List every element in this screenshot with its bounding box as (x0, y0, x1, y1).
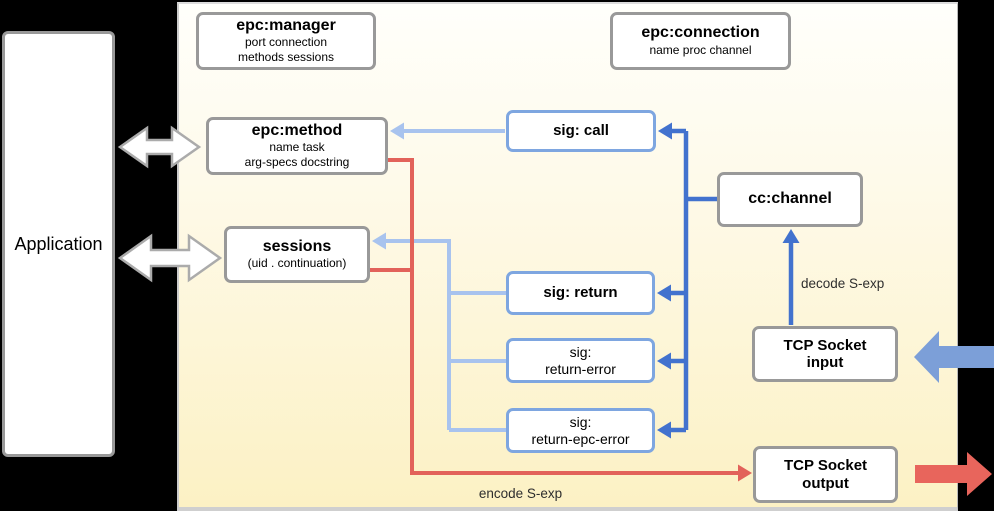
sig-call-box: sig: call (506, 110, 656, 152)
sig-return-error-box: sig: return-error (506, 338, 655, 383)
sig-return-title: sig: return (543, 284, 618, 302)
sig-return-error-line2: return-error (545, 360, 616, 377)
epc-manager-title: epc:manager (236, 17, 336, 34)
tcp-socket-input-line1: TCP Socket (783, 336, 867, 354)
encode-sexp-label: encode S-exp (478, 486, 563, 501)
epc-manager-box: epc:manager port connection methods sess… (196, 12, 376, 70)
epc-manager-fields-1: port connection (244, 35, 328, 50)
sessions-fields: (uid . continuation) (247, 256, 347, 271)
epc-connection-fields: name proc channel (649, 42, 752, 57)
sessions-box: sessions (uid . continuation) (224, 226, 370, 283)
cc-channel-box: cc:channel (717, 172, 863, 227)
cc-channel-title: cc:channel (748, 190, 832, 208)
sig-return-error-line1: sig: (569, 344, 592, 361)
epc-method-box: epc:method name task arg-specs docstring (206, 117, 388, 175)
sig-return-epc-error-line1: sig: (569, 414, 592, 431)
application-box: Application (2, 31, 115, 457)
tcp-socket-output-line1: TCP Socket (783, 457, 868, 475)
sessions-title: sessions (262, 237, 332, 255)
application-label: Application (14, 233, 103, 254)
tcp-socket-input-line2: input (806, 354, 844, 371)
tcp-socket-output-line2: output (802, 474, 849, 492)
tcp-socket-input-box: TCP Socket input (752, 326, 898, 382)
sig-return-box: sig: return (506, 271, 655, 315)
epc-connection-title: epc:connection (641, 24, 760, 42)
epc-manager-fields-2: methods sessions (237, 50, 335, 65)
sig-return-epc-error-box: sig: return-epc-error (506, 408, 655, 453)
epc-method-title: epc:method (251, 122, 343, 139)
epc-connection-box: epc:connection name proc channel (610, 12, 791, 70)
epc-method-fields-1: name task (269, 140, 325, 155)
tcp-socket-output-box: TCP Socket output (753, 446, 898, 503)
sig-return-epc-error-line2: return-epc-error (531, 430, 630, 447)
decode-sexp-label: decode S-exp (801, 276, 885, 291)
epc-method-fields-2: arg-specs docstring (244, 155, 350, 170)
sig-call-title: sig: call (553, 122, 609, 140)
